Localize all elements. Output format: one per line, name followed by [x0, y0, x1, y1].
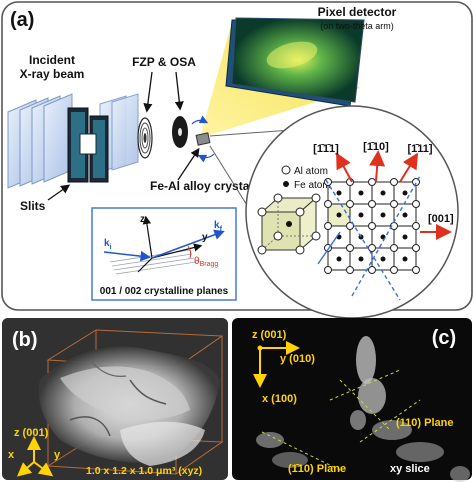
panel-b-y-label: y	[54, 449, 61, 461]
al-atom-legend-symbol	[281, 165, 291, 175]
al-atom	[368, 178, 376, 186]
lattice-grid	[324, 178, 420, 274]
inset-ki-label: ki	[104, 238, 112, 251]
inset-z-label: z	[140, 214, 145, 225]
al-atom	[390, 178, 398, 186]
zone-plate	[137, 117, 153, 159]
fe-atom-legend-symbol	[283, 181, 289, 187]
panel-c-label: (c)	[432, 327, 456, 349]
panel-b: (b) z (001) x y 1.0 x 1.2 x 1.0 μm³ (xyz…	[2, 318, 228, 480]
fe-atom	[402, 190, 408, 196]
panel-c-axes	[253, 341, 300, 388]
panel-a-label: (a)	[10, 9, 34, 31]
al-atom	[324, 200, 332, 208]
al-atom	[324, 266, 332, 274]
dir-arrow-2	[369, 150, 386, 183]
detector-title: Pixel detector	[318, 5, 397, 19]
fe-atom	[380, 212, 386, 218]
inset-kf-label: kf	[214, 220, 223, 233]
xy-slice-image	[256, 336, 470, 482]
panel-b-z-label: z (001)	[14, 427, 49, 439]
panel-c-plane-traces	[261, 369, 421, 471]
al-atom	[346, 200, 354, 208]
panel-a: (a) Pixel detector (on two-theta arm) In…	[1, 1, 473, 319]
pixel-detector	[225, 17, 365, 107]
slits-label: Slits	[20, 199, 46, 213]
al-atom	[412, 200, 420, 208]
crystal-label: Fe-Al alloy crystal	[150, 179, 253, 193]
slits-arrow	[47, 184, 71, 201]
dir-arrow-1	[336, 152, 353, 183]
al-atom	[324, 222, 332, 230]
panel-c-x-label: x (100)	[262, 393, 297, 405]
al-atom	[368, 222, 376, 230]
al-atom	[368, 200, 376, 208]
lattice-circle: Al atom Fe atom	[245, 105, 459, 319]
al-atom	[390, 200, 398, 208]
plane-trace-1	[351, 175, 421, 297]
fe-atom	[336, 190, 342, 196]
order-sorting-aperture	[172, 116, 188, 148]
fzp-arrow	[143, 71, 153, 113]
panel-c-y-label: y (010)	[280, 353, 315, 365]
al-atom	[346, 222, 354, 230]
al-atom	[368, 266, 376, 274]
dir-label-4: [001]	[428, 213, 454, 225]
incident-label-2: X-ray beam	[20, 67, 85, 81]
fe-atom	[402, 212, 408, 218]
sample-crystal	[191, 115, 215, 163]
bcc-unit-cell	[257, 193, 321, 255]
dir-label-2: [1̄10]	[363, 141, 389, 153]
fe-atom	[380, 190, 386, 196]
incident-label-1: Incident	[29, 53, 75, 67]
panel-c-plane-1bar10: (1̄10) Plane	[288, 463, 346, 475]
fe-atom	[402, 234, 408, 240]
fe-atom	[358, 256, 364, 262]
fe-atom	[336, 212, 342, 218]
fe-atom	[336, 256, 342, 262]
al-atom	[412, 222, 420, 230]
inset-theta-label: θBragg	[194, 256, 218, 268]
osa-arrow	[174, 71, 184, 111]
panel-b-dimensions: 1.0 x 1.2 x 1.0 μm³ (xyz)	[86, 465, 202, 477]
plane-trace-2	[325, 179, 401, 301]
panel-b-axes	[16, 436, 54, 477]
panel-c-slice-label: xy slice	[390, 463, 430, 475]
al-atom-legend: Al atom	[294, 166, 328, 177]
panel-b-label: (b)	[12, 329, 38, 351]
fe-atom-legend: Fe atom	[294, 180, 331, 191]
fzp-osa-label: FZP & OSA	[132, 55, 196, 69]
fe-atom	[380, 256, 386, 262]
panel-c: (c) z (001) y (010) x (100) (110) Plane …	[232, 318, 472, 482]
panel-b-x-label: x	[8, 449, 15, 461]
scattering-inset	[91, 207, 237, 301]
reconstruction-surface	[38, 346, 220, 466]
crystal-arrow	[177, 147, 200, 181]
dir-label-1: [1̄1̄1]	[313, 143, 339, 155]
fe-atom	[358, 190, 364, 196]
panel-c-z-label: z (001)	[252, 329, 287, 341]
al-atom	[412, 266, 420, 274]
fe-atom	[402, 256, 408, 262]
panel-c-frame	[232, 318, 472, 480]
slits	[67, 107, 109, 183]
panel-c-plane-110: (110) Plane	[396, 417, 453, 429]
inset-y-label: y	[202, 232, 208, 243]
al-atom	[390, 244, 398, 252]
al-atom	[346, 244, 354, 252]
detector-note: (on two-theta arm)	[320, 21, 394, 31]
inset-caption: 001 / 002 crystalline planes	[100, 286, 229, 297]
al-atom	[412, 244, 420, 252]
dir-arrow-3	[399, 152, 419, 183]
al-atom	[390, 266, 398, 274]
dir-label-3: [1̄11]	[407, 143, 432, 155]
plane-trace-3	[317, 231, 341, 265]
al-atom	[346, 266, 354, 274]
fe-atom	[358, 212, 364, 218]
al-atom	[368, 244, 376, 252]
